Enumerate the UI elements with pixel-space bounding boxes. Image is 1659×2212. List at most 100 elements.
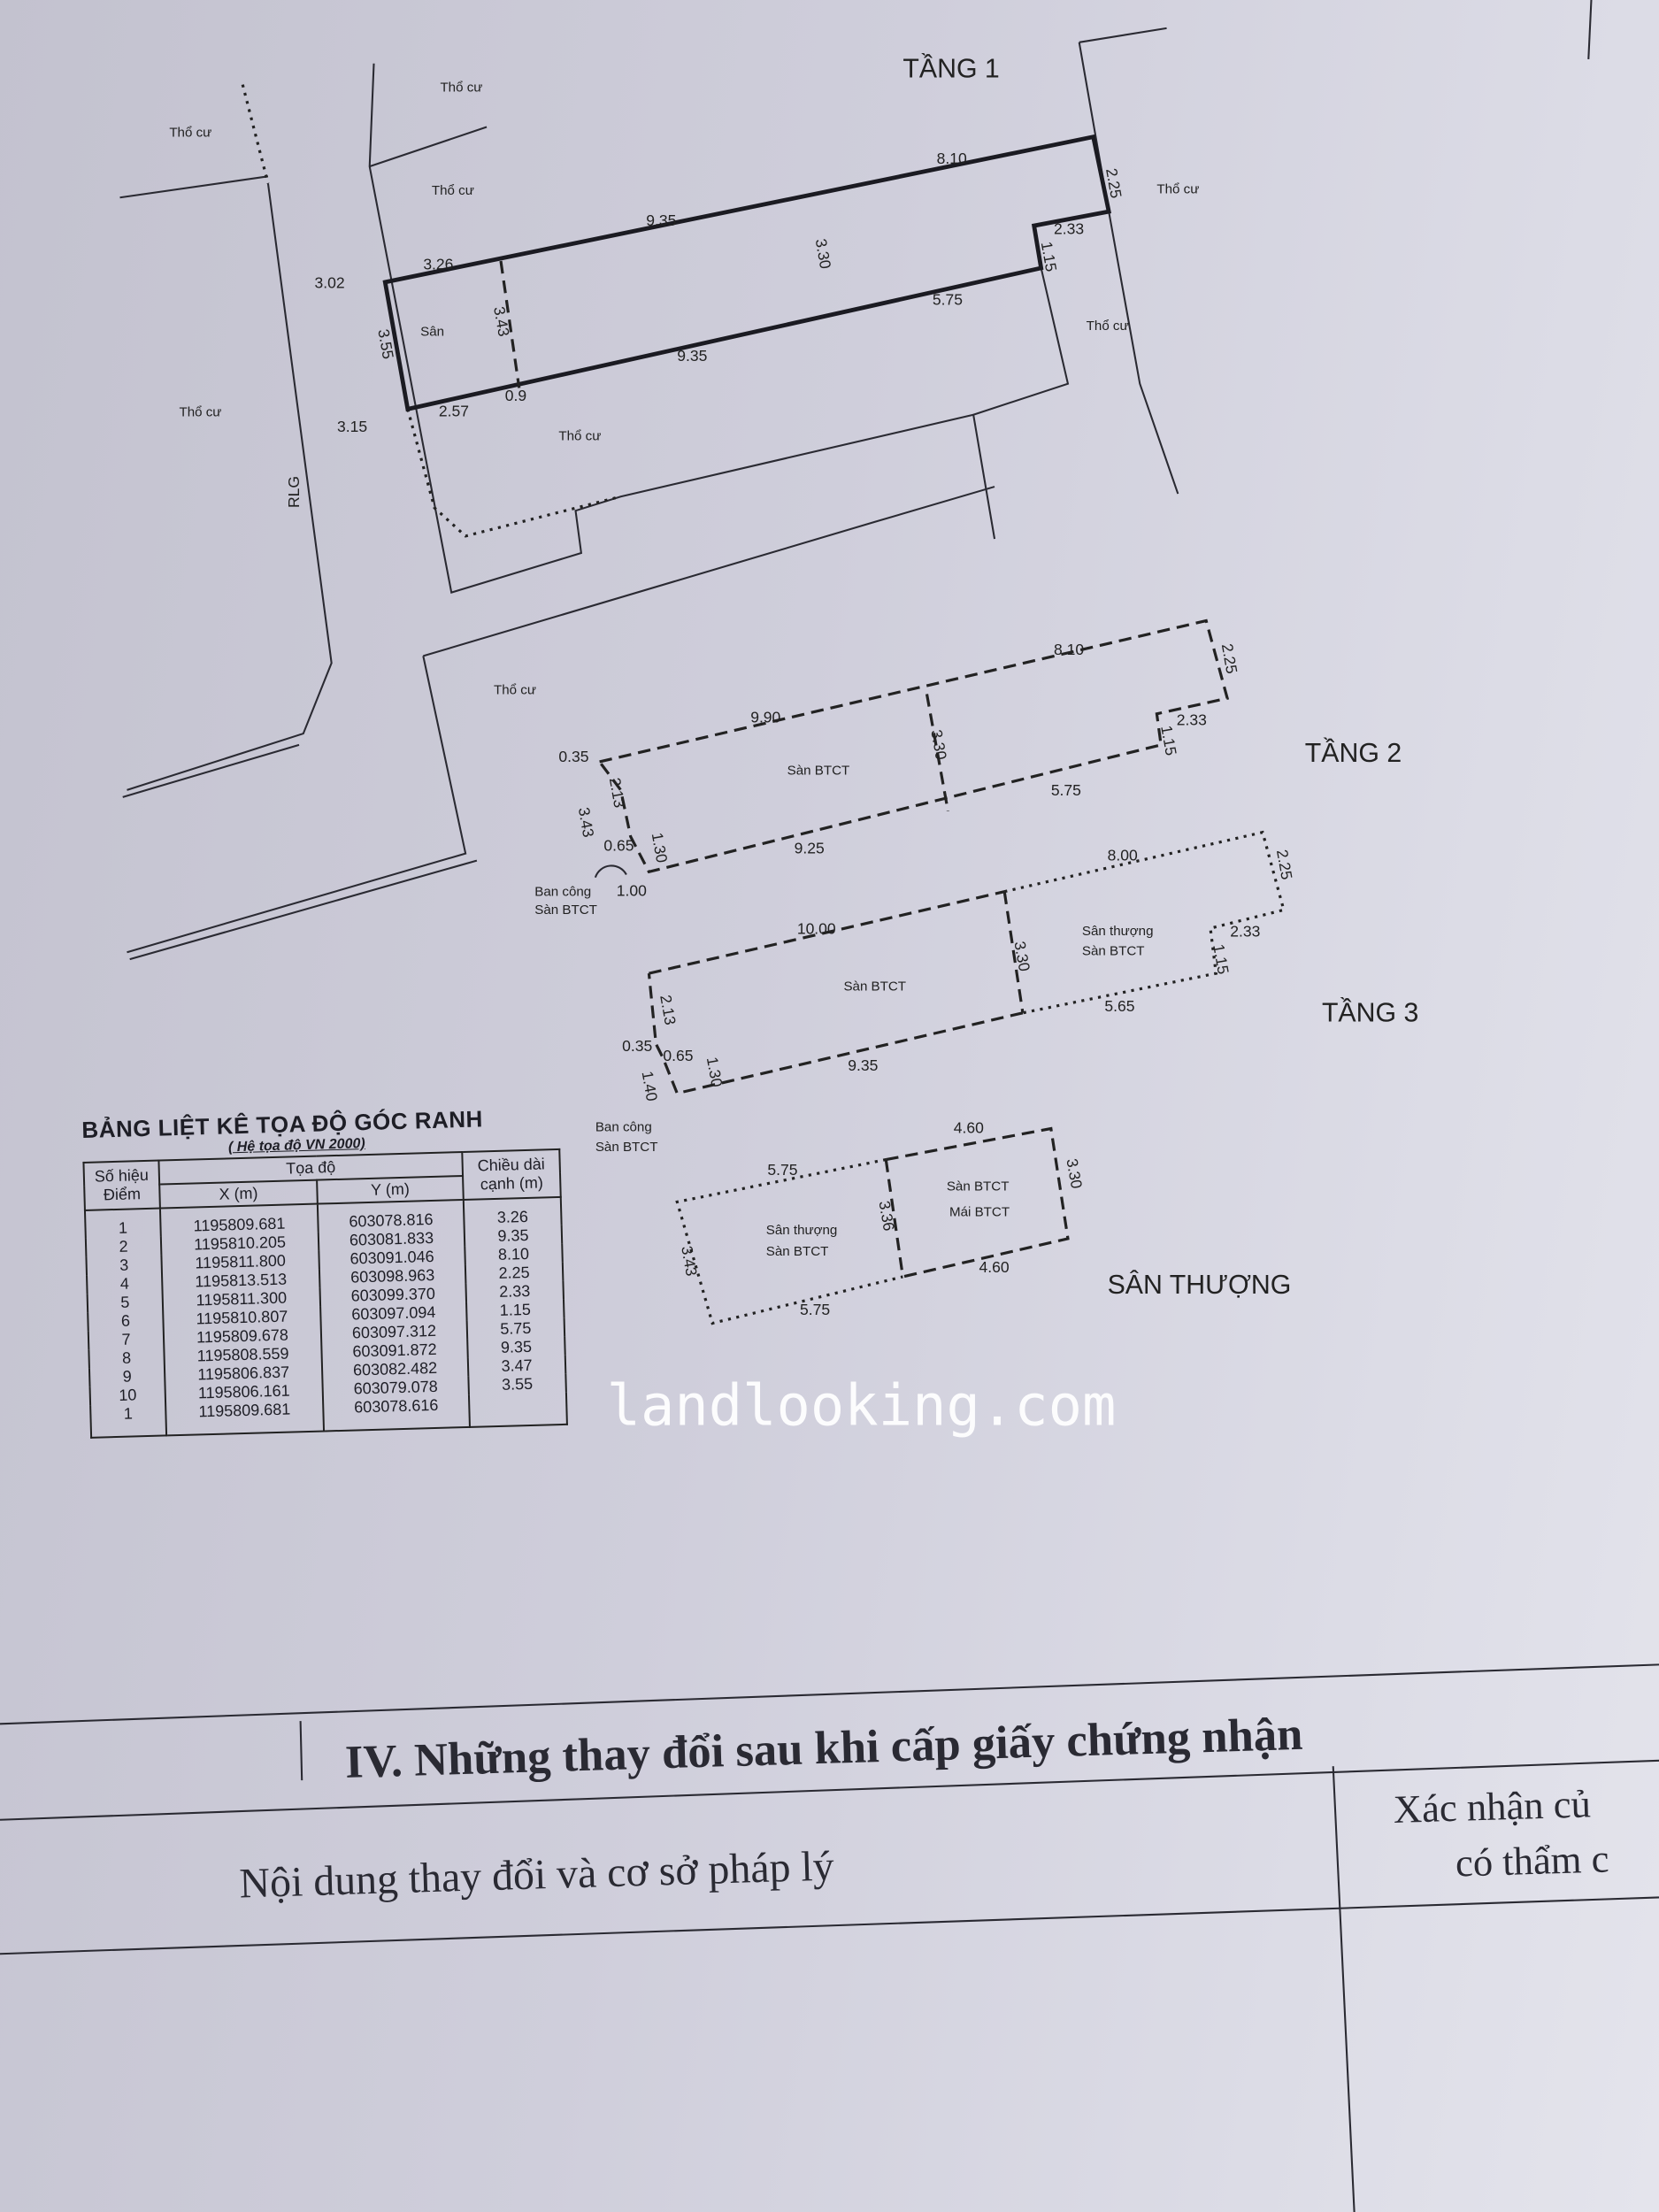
- yard-label: Sân: [420, 324, 444, 339]
- cell-point: 3: [86, 1255, 162, 1276]
- dimension-label: 3.30: [1063, 1157, 1086, 1190]
- dimension-label: 9.35: [848, 1056, 878, 1074]
- balcony-label: Sàn BTCT: [595, 1140, 658, 1155]
- dimension-label: 8.10: [1054, 641, 1084, 658]
- floor-3-title: TẦNG 3: [1322, 997, 1418, 1027]
- dimension-label: 9.35: [677, 347, 707, 365]
- cell-point: 10: [89, 1385, 166, 1406]
- column-header-confirm: có thẩm c: [1455, 1836, 1609, 1885]
- dimension-label: 9.25: [795, 840, 825, 857]
- floor-1-plan: TẦNG 1 Thổ cư Thổ cư Thổ cư Thổ cư Thổ c…: [169, 54, 1199, 698]
- room-label: Sàn BTCT: [843, 979, 906, 994]
- roof-plan: SÂN THƯỢNG Sàn BTCT Mái BTCT Sân thượng …: [675, 1118, 1292, 1325]
- dimension-label: 4.60: [954, 1118, 984, 1136]
- dimension-label: 3.02: [315, 273, 345, 291]
- watermark: landlooking.com: [607, 1373, 1117, 1439]
- cell-y: 603078.816: [317, 1199, 465, 1233]
- surrounding-lines: [119, 0, 1593, 961]
- land-label: Thổ cư: [169, 126, 211, 141]
- dimension-label: 8.00: [1108, 847, 1138, 864]
- roof-title: SÂN THƯỢNG: [1108, 1271, 1292, 1300]
- dimension-label: 4.60: [979, 1258, 1010, 1276]
- dimension-label: 2.25: [1273, 849, 1296, 881]
- dimension-label: 0.65: [603, 836, 634, 854]
- cell-point: 9: [88, 1366, 165, 1387]
- dimension-label: 1.40: [639, 1070, 662, 1102]
- dimension-label: 2.13: [606, 776, 629, 809]
- dimension-label: 3.30: [927, 728, 950, 761]
- land-label: Thổ cư: [1087, 319, 1129, 334]
- cell-point: 1: [84, 1208, 161, 1239]
- balcony-label: Sàn BTCT: [534, 902, 597, 918]
- dimension-label: 3.43: [575, 806, 598, 839]
- floor-3-plan: TẦNG 3 Sàn BTCT Sân thượng Sàn BTCT Ban …: [595, 830, 1418, 1155]
- dimension-label: 5.75: [767, 1161, 797, 1179]
- dimension-label: 1.00: [617, 881, 647, 899]
- dimension-label: 3.36: [875, 1200, 898, 1233]
- dimension-label: 5.65: [1104, 997, 1134, 1015]
- land-label: Thổ cư: [440, 81, 482, 96]
- dimension-label: 1.15: [1157, 724, 1180, 757]
- cell-x: 1195809.681: [159, 1203, 319, 1237]
- dimension-label: 5.75: [1051, 781, 1081, 799]
- cell-length: 3.26: [463, 1196, 562, 1228]
- dimension-label: 5.75: [800, 1301, 830, 1318]
- land-label: Thổ cư: [558, 428, 601, 443]
- dimension-label: 2.13: [657, 994, 680, 1026]
- balcony-label: Ban công: [595, 1120, 652, 1135]
- room-label: Sàn BTCT: [787, 763, 850, 778]
- dimension-label: 3.26: [423, 256, 453, 273]
- floor-2-plan: TẦNG 2 Sàn BTCT Ban công Sàn BTCT 8.10 2…: [534, 618, 1402, 918]
- land-label: Thổ cư: [1156, 181, 1199, 196]
- dimension-label: 2.33: [1230, 923, 1260, 941]
- dimension-label: 8.10: [937, 150, 967, 167]
- cell-x: 1195809.681: [165, 1399, 325, 1436]
- dimension-label: 2.57: [439, 402, 469, 419]
- dimension-label: 3.30: [1010, 940, 1033, 972]
- cell-point: 5: [87, 1292, 164, 1313]
- dimension-label: 2.25: [1218, 642, 1241, 675]
- dimension-label: 5.75: [933, 290, 963, 308]
- dimension-label: 0.65: [663, 1047, 693, 1064]
- dimension-label: 2.33: [1177, 711, 1207, 729]
- dimension-label: 1.30: [649, 832, 672, 864]
- dimension-label: 0.9: [505, 387, 526, 404]
- cell-point: 6: [88, 1310, 164, 1332]
- cell-point: 7: [88, 1329, 165, 1350]
- terrace-label: Sân thượng: [766, 1223, 838, 1238]
- cell-point: 1: [90, 1403, 167, 1438]
- cell-length: [468, 1392, 567, 1427]
- room-label: Mái BTCT: [949, 1204, 1010, 1219]
- land-label: Thổ cư: [494, 682, 536, 697]
- terrace-label: Sàn BTCT: [1082, 943, 1145, 958]
- room-label: Sàn BTCT: [947, 1179, 1010, 1194]
- dimension-label: 3.30: [812, 237, 835, 270]
- terrace-label: Sân thượng: [1082, 924, 1154, 939]
- land-label: Thổ cư: [179, 404, 221, 419]
- balcony-label: Ban công: [534, 884, 591, 899]
- dimension-label: 9.35: [646, 211, 676, 229]
- cell-point: 8: [88, 1348, 165, 1369]
- coordinate-table: Số hiệu Điểm Tọa độ Chiều dài cạnh (m) X…: [82, 1148, 568, 1439]
- floor-2-title: TẦNG 2: [1305, 738, 1402, 768]
- column-header-confirm: Xác nhận củ: [1393, 1781, 1591, 1832]
- dimension-label: 1.30: [703, 1056, 726, 1088]
- road-label: RLG: [285, 476, 303, 508]
- dimension-label: 2.33: [1054, 220, 1084, 238]
- dimension-label: 3.43: [678, 1245, 701, 1278]
- cell-y: 603078.616: [323, 1394, 470, 1432]
- dimension-label: 0.35: [622, 1037, 652, 1055]
- dimension-label: 3.15: [337, 418, 367, 435]
- dimension-label: 0.35: [558, 748, 588, 765]
- dimension-label: 9.90: [750, 708, 780, 726]
- floor-1-title: TẦNG 1: [902, 54, 999, 84]
- section-title: IV. Những thay đổi sau khi cấp giấy chứn…: [344, 1709, 1303, 1788]
- cell-point: 2: [85, 1236, 162, 1257]
- dimension-label: 3.43: [490, 305, 513, 338]
- dimension-label: 10.00: [797, 919, 836, 937]
- column-header-content: Nội dung thay đổi và cơ sở pháp lý: [239, 1843, 835, 1908]
- header-point: Số hiệu Điểm: [83, 1160, 160, 1210]
- changes-section: IV. Những thay đổi sau khi cấp giấy chứn…: [0, 1663, 1659, 2212]
- coordinate-table-block: BẢNG LIỆT KÊ TỌA ĐỘ GÓC RANH ( Hệ tọa độ…: [81, 1103, 572, 1439]
